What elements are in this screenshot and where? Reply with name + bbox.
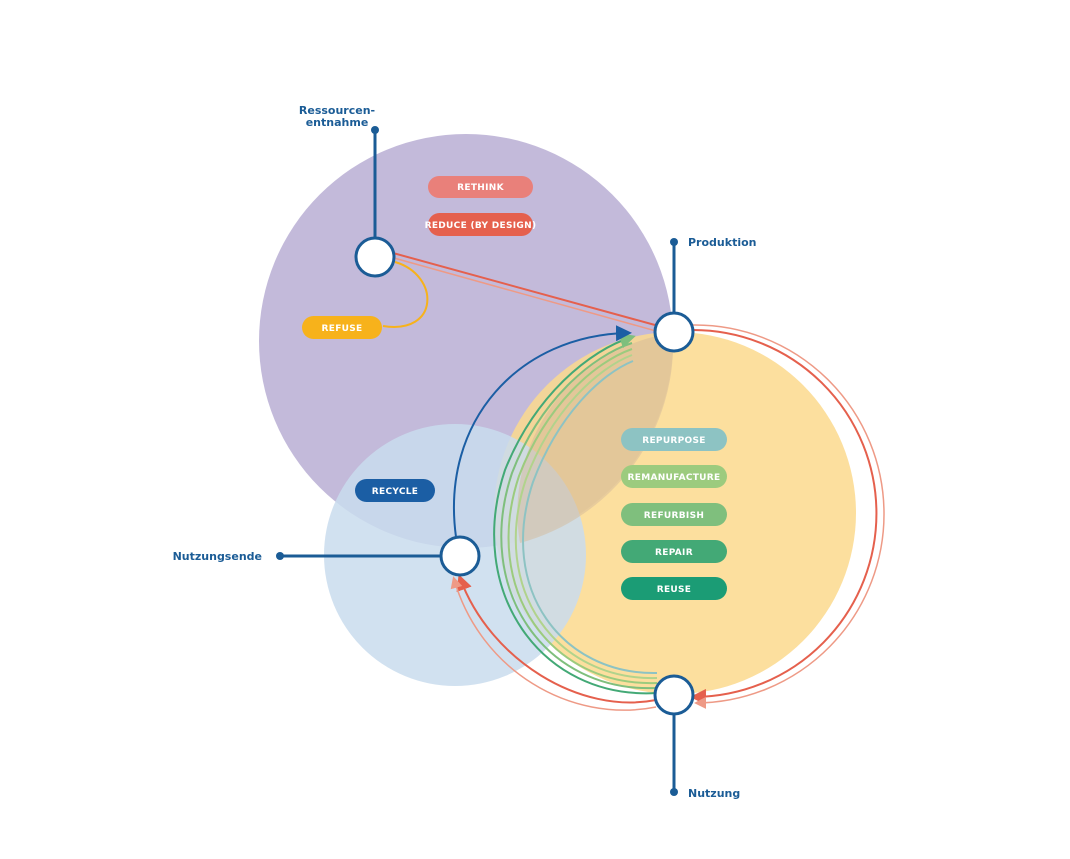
reuse-loop <box>493 332 658 695</box>
ressourcen-label-line1: Ressourcen- <box>299 104 375 117</box>
ressourcen-stem-dot <box>371 126 379 134</box>
recycle-pill-label: RECYCLE <box>372 487 418 497</box>
reuse-pill: REUSE <box>621 577 727 600</box>
refurbish-pill: REFURBISH <box>621 503 727 526</box>
repurpose-loop <box>522 360 658 675</box>
recycle-pill: RECYCLE <box>355 479 435 502</box>
nutzung-stem-dot <box>670 788 678 796</box>
refurbish-pill-label: REFURBISH <box>644 511 704 521</box>
rethink-line <box>393 257 657 332</box>
remanufacture-pill-label: REMANUFACTURE <box>628 473 721 483</box>
reduce-line <box>392 252 656 326</box>
repurpose-pill-label: REPURPOSE <box>642 436 706 446</box>
return-loop-pink <box>450 576 657 711</box>
nutzungsende-node <box>439 535 481 577</box>
rethink-pill-label: RETHINK <box>457 183 504 193</box>
return-loop-red <box>456 574 657 704</box>
overlap-purple-yellow <box>517 333 674 543</box>
rethink-pill: RETHINK <box>428 176 533 198</box>
repurpose-pill: REPURPOSE <box>621 428 727 451</box>
nutzung-label: Nutzung <box>688 787 740 800</box>
ressourcen-label-line2: entnahme <box>306 116 369 129</box>
recycle-loop <box>453 325 632 538</box>
produktion-stem-dot <box>670 238 678 246</box>
nutzungsende-stem-dot <box>276 552 284 560</box>
refurbish-loop <box>507 348 658 685</box>
produktion-label: Produktion <box>688 236 756 249</box>
remanufacture-loop <box>514 354 658 680</box>
refuse-pill-label: REFUSE <box>322 324 363 334</box>
remanufacture-pill: REMANUFACTURE <box>621 465 727 488</box>
repair-loop <box>500 342 658 690</box>
repair-pill: REPAIR <box>621 540 727 563</box>
reduce-pill: REDUCE (BY DESIGN) <box>425 213 537 236</box>
nutzungsende-label: Nutzungsende <box>173 550 262 563</box>
repair-pill-label: REPAIR <box>655 548 693 558</box>
ressourcen-node <box>354 236 396 278</box>
refuse-pill: REFUSE <box>302 316 382 339</box>
reuse-pill-label: REUSE <box>657 585 692 595</box>
outer-loop-pink <box>692 324 885 709</box>
outer-loop-red <box>690 328 878 705</box>
reduce-pill-label: REDUCE (BY DESIGN) <box>425 221 537 231</box>
produktion-node <box>653 311 695 353</box>
nutzung-node <box>653 674 695 716</box>
refuse-loop <box>382 261 429 328</box>
